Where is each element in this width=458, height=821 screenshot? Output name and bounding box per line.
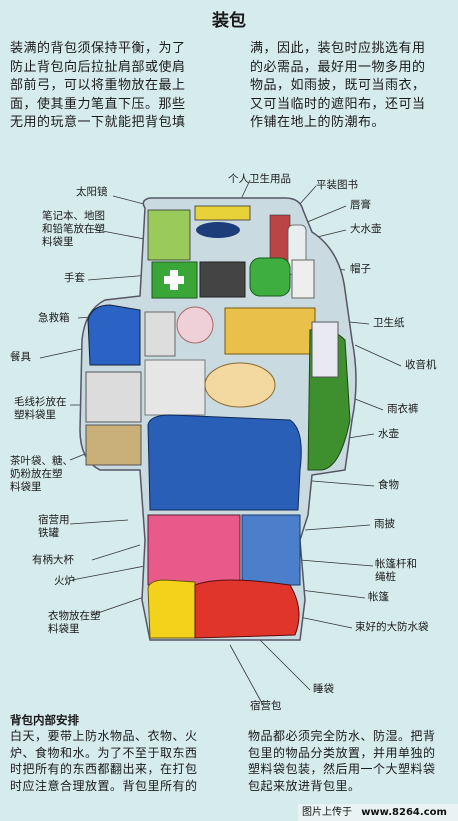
label-line: 塑料袋里 [14, 409, 56, 421]
label-food: 食物 [378, 479, 399, 491]
sleeping-bag-blue-icon [147, 414, 302, 511]
label-gloves: 手套 [64, 272, 85, 284]
intro-line: 部前弓，可以将重物放在最上 [10, 78, 186, 93]
label-rain-pants: 雨衣裤 [387, 403, 419, 415]
label-line: 绳桩 [375, 571, 396, 583]
tableware-icon [144, 311, 176, 357]
sunglasses-icon [196, 222, 240, 238]
tea-bags-icon [85, 424, 142, 466]
label-line: 宿营用 [38, 514, 70, 526]
cookset-icon [176, 306, 214, 344]
label-line: 料袋里 [10, 481, 42, 493]
body-line: 包里的物品分类放置，并用单独的 [248, 745, 436, 760]
label-line: 料袋里 [42, 236, 74, 248]
label-stove: 火炉 [54, 575, 75, 587]
label-line: 料袋里 [48, 623, 80, 635]
body-line: 时把所有的东西都翻出来，在打包 [10, 762, 198, 776]
label-tent-poles: 帐篷杆和 绳桩 [375, 558, 417, 584]
label-line: 笔记本、地图 [42, 210, 105, 222]
cutlery-icon [144, 359, 206, 416]
watermark-text: 图片上传于 [302, 807, 352, 818]
label-water-bottle: 大水壶 [350, 223, 382, 235]
body-line: 时应注意合理放置。背包里所有的 [10, 778, 198, 793]
label-notebook: 笔记本、地图 和铅笔放在塑 料袋里 [42, 210, 105, 249]
intro-line: 装满的背包须保持平衡，为了 [10, 41, 186, 56]
lipstick-icon [269, 214, 291, 261]
label-clothes-bag: 衣物放在塑 料袋里 [48, 610, 101, 636]
intro-line: 的必需品，最好用一物多用的 [250, 59, 426, 75]
label-line: 铁罐 [38, 527, 59, 539]
cross-icon [164, 270, 184, 290]
label-line: 毛线衫放在 [14, 396, 67, 408]
intro-line: 满，因此，装包时应挑选有用 [250, 41, 426, 56]
book-icon [147, 209, 191, 261]
bottom-right-column: 物品都必须完全防水、防湿。把背 包里的物品分类放置，并用单独的 塑料袋包装，然后… [248, 728, 458, 794]
body-line: 包起来放进背包里。 [248, 778, 361, 793]
intro-line: 物品，如雨披，既可当雨衣， [250, 78, 426, 93]
clothes-bag-icon [147, 514, 241, 586]
label-line: 茶叶袋、糖、 [10, 455, 73, 467]
sweater-bag-icon [85, 371, 142, 423]
label-bivy-bag: 宿营包 [250, 700, 282, 712]
first-aid-kit-icon [151, 261, 198, 299]
food-jars-icon [224, 307, 316, 355]
label-hat: 帽子 [350, 263, 371, 275]
label-sleeping-bag: 睡袋 [313, 683, 334, 695]
label-tableware: 餐具 [10, 351, 31, 363]
gloves-icon [87, 304, 141, 366]
intro-line: 面，使其重力笔直下压。那些 [10, 96, 186, 112]
watermark-url: www.8264.com [361, 807, 447, 818]
label-toiletries: 个人卫生用品 [228, 173, 291, 185]
intro-line: 无用的玩意一下就能把背包填 [10, 115, 186, 130]
hat-icon [249, 257, 291, 297]
label-lipstick: 唇膏 [350, 199, 371, 211]
intro-right-column: 满，因此，装包时应挑选有用 的必需品，最好用一物多用的 物品，如雨披，既可当雨衣… [250, 40, 455, 133]
label-toilet-paper: 卫生纸 [373, 317, 405, 329]
label-first-aid: 急救箱 [38, 312, 70, 324]
bottom-left-column: 白天，要带上防水物品、衣物、火 炉、食物和水。为了不至于取东西 时把所有的东西都… [10, 728, 235, 794]
body-line: 塑料袋包装，然后用一个大塑料袋 [248, 762, 436, 776]
label-waterproof-bag: 束好的大防水袋 [355, 621, 429, 633]
intro-line: 作铺在地上的防潮布。 [250, 115, 386, 130]
intro-left-column: 装满的背包须保持平衡，为了 防止背包向后拉扯肩部或使肩 部前弓，可以将重物放在最… [10, 40, 220, 133]
label-line: 帐篷杆和 [375, 558, 417, 570]
label-mug: 有柄大杯 [32, 554, 74, 566]
radio-box-icon [311, 321, 339, 378]
waterproof-bag-icon [194, 579, 300, 639]
label-camp-tin: 宿营用 铁罐 [38, 514, 70, 540]
label-radio: 收音机 [405, 359, 437, 371]
notebook-icon [194, 205, 251, 221]
body-line: 物品都必须完全防水、防湿。把背 [248, 729, 436, 743]
label-line: 奶粉放在塑 [10, 468, 63, 480]
stove-bag-icon [147, 579, 196, 639]
label-poncho: 雨披 [374, 518, 395, 530]
section-heading: 背包内部安排 [10, 713, 79, 727]
body-line: 炉、食物和水。为了不至于取东西 [10, 745, 198, 760]
label-tent: 帐篷 [368, 591, 389, 603]
label-sunglasses: 太阳镜 [76, 186, 108, 198]
intro-line: 又可当临时的遮阳布，还可当 [250, 96, 426, 112]
upload-watermark: 图片上传于 www.8264.com [298, 804, 458, 821]
radio-icon [199, 261, 246, 298]
food-plates-icon [204, 362, 276, 408]
label-paperback: 平装图书 [316, 179, 358, 191]
label-sweater: 毛线衫放在 塑料袋里 [14, 396, 67, 422]
jeans-icon [241, 514, 301, 586]
label-tea-bags: 茶叶袋、糖、 奶粉放在塑 料袋里 [10, 455, 73, 494]
toilet-paper-icon [291, 259, 315, 299]
body-line: 白天，要带上防水物品、衣物、火 [10, 729, 198, 743]
label-line: 衣物放在塑 [48, 610, 101, 622]
page-title: 装包 [212, 11, 246, 31]
intro-line: 防止背包向后拉扯肩部或使肩 [10, 59, 186, 75]
label-line: 和铅笔放在塑 [42, 223, 105, 235]
label-canteen: 水壶 [378, 428, 399, 440]
